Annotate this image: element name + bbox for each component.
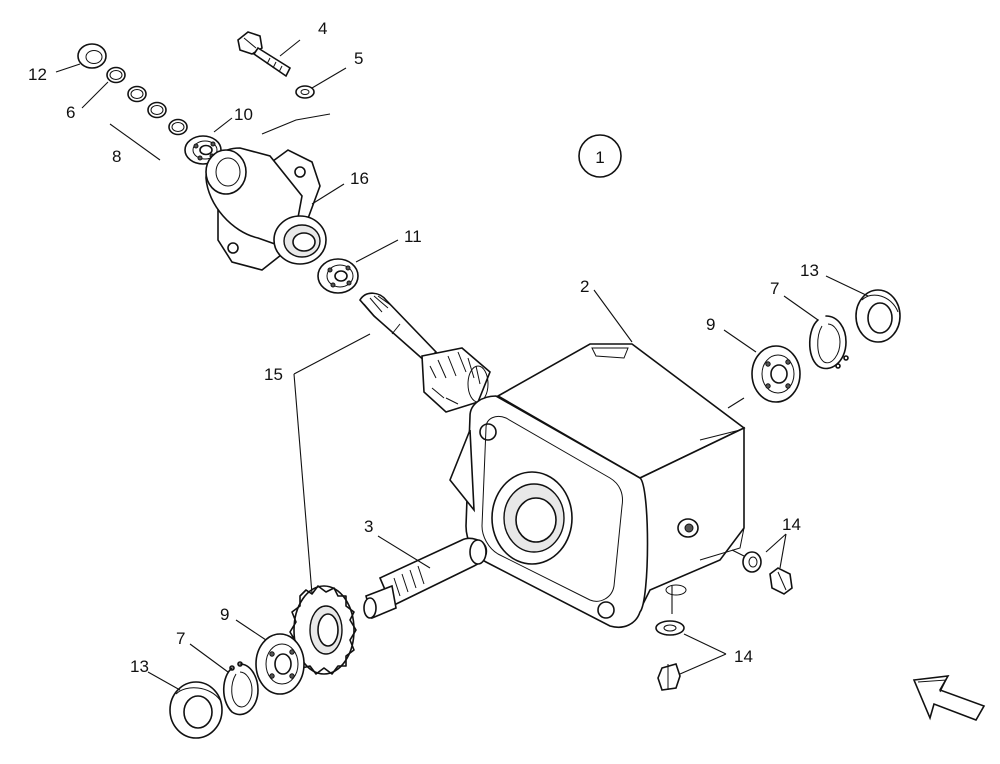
part-15-ring-gear — [289, 585, 357, 675]
label-8: 8 — [112, 147, 121, 166]
diagram-reference-number: 1 — [595, 148, 604, 167]
label-2: 2 — [580, 277, 589, 296]
label-13-upper: 13 — [800, 261, 819, 280]
label-6: 6 — [66, 103, 75, 122]
part-6-snap-ring — [106, 66, 126, 84]
assembly-lines — [261, 113, 745, 614]
label-15: 15 — [264, 365, 283, 384]
part-14-plug-bottom — [655, 620, 685, 691]
part-9-bearing-lower — [255, 633, 305, 695]
part-13-seal-lower — [169, 681, 223, 739]
label-5: 5 — [354, 49, 363, 68]
label-7-lower: 7 — [176, 629, 185, 648]
label-11: 11 — [404, 227, 422, 246]
part-8-shims — [127, 85, 188, 136]
part-3-output-shaft — [363, 537, 488, 620]
leader-lines — [55, 39, 869, 691]
part-4-bolt — [237, 31, 292, 78]
label-13-lower: 13 — [130, 657, 149, 676]
label-7-upper: 7 — [770, 279, 779, 298]
diagram-reference: 1 — [578, 134, 622, 178]
part-13-seal-upper — [855, 289, 901, 343]
label-14-bottom: 14 — [734, 647, 753, 666]
label-3: 3 — [364, 517, 373, 536]
part-15-pinion-shaft — [359, 292, 491, 413]
part-16-bearing-housing — [205, 147, 327, 271]
part-7-circlip-lower — [222, 661, 259, 716]
part-7-circlip-upper — [808, 315, 849, 370]
label-14-right: 14 — [782, 515, 801, 534]
part-9-bearing-upper — [751, 345, 801, 403]
label-9-upper: 9 — [706, 315, 715, 334]
part-12-seal — [77, 43, 107, 69]
part-11-bearing — [317, 258, 359, 294]
part-5-washer — [295, 85, 315, 99]
part-14-plug-right — [742, 551, 793, 595]
part-2-gearbox-housing — [449, 343, 746, 628]
label-10: 10 — [234, 105, 253, 124]
label-16: 16 — [350, 169, 369, 188]
label-4: 4 — [318, 19, 327, 38]
label-9-lower: 9 — [220, 605, 229, 624]
label-12: 12 — [28, 65, 47, 84]
part-labels: 4 5 12 6 8 10 16 11 2 15 3 9 7 13 9 7 13… — [28, 19, 819, 676]
view-direction-arrow — [912, 675, 986, 721]
